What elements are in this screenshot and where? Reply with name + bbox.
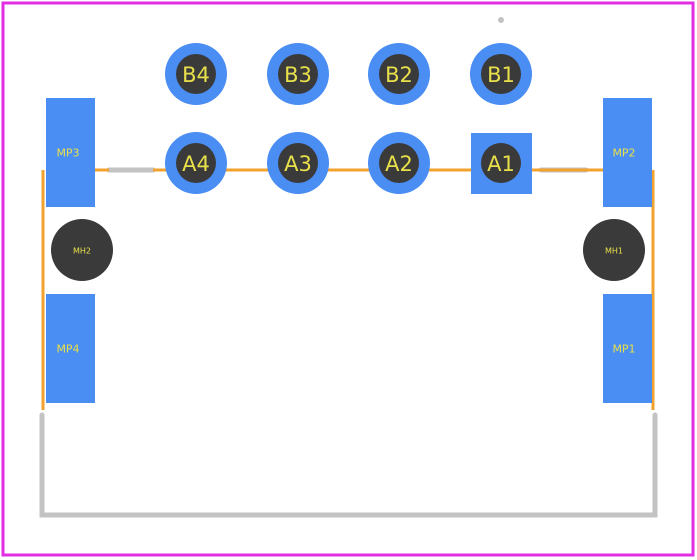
pad-b1: B1	[470, 43, 532, 105]
mounting-pad-mp4: MP4	[46, 294, 95, 403]
pin1-marker-dot	[498, 17, 504, 23]
mh1-label: MH1	[605, 247, 623, 256]
pad-a1: A1	[471, 133, 532, 194]
pad-b3-label: B3	[284, 63, 312, 87]
mounting-hole-mh2: MH2	[51, 219, 113, 281]
pad-b4-label: B4	[182, 63, 210, 87]
pad-a1-label: A1	[487, 152, 515, 176]
assembly-outline	[41, 168, 655, 410]
pad-a4: A4	[165, 132, 227, 194]
pad-b1-label: B1	[487, 63, 515, 87]
mh2-label: MH2	[73, 247, 91, 256]
mp1-label: MP1	[612, 343, 635, 356]
mounting-pad-mp1: MP1	[603, 294, 652, 403]
pad-a3-label: A3	[284, 152, 312, 176]
pad-a2: A2	[368, 132, 430, 194]
mounting-pad-mp3: MP3	[46, 98, 95, 207]
pad-b4: B4	[165, 43, 227, 105]
mounting-hole-mh1: MH1	[583, 219, 645, 281]
pad-b2-label: B2	[385, 63, 413, 87]
body-outline	[39, 167, 658, 518]
pad-a3: A3	[267, 132, 329, 194]
pad-b3: B3	[267, 43, 329, 105]
mounting-pad-mp2: MP2	[603, 98, 652, 207]
mp4-label: MP4	[56, 343, 79, 356]
pad-a4-label: A4	[182, 152, 210, 176]
mp3-label: MP3	[56, 147, 79, 160]
mp2-label: MP2	[612, 147, 635, 160]
pad-a2-label: A2	[385, 152, 413, 176]
pad-b2: B2	[368, 43, 430, 105]
